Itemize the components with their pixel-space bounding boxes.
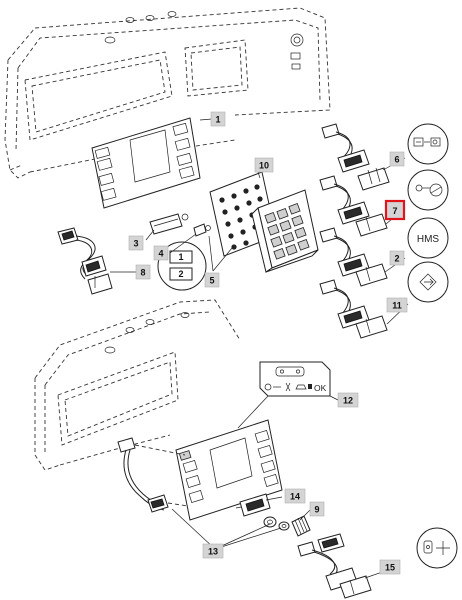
panel-bottom — [175, 419, 283, 521]
callout-2: 2 — [394, 254, 399, 264]
callout-13: 13 — [208, 547, 218, 557]
callout-14: 14 — [290, 492, 300, 502]
callout-3: 3 — [133, 239, 138, 249]
bulb — [193, 223, 211, 237]
callout-10: 10 — [259, 161, 269, 171]
callout-6: 6 — [394, 155, 399, 165]
switch-harness-left — [57, 227, 113, 295]
callout-9: 9 — [314, 505, 319, 515]
callout-8: 8 — [140, 268, 145, 278]
harness-bottom-left — [117, 437, 189, 513]
variant-label-2: 2 — [178, 269, 183, 279]
ok-label: OK — [314, 383, 327, 393]
symbol-11 — [407, 261, 449, 303]
keypad-module — [251, 189, 319, 273]
symbol-15 — [416, 527, 458, 569]
instrument-panel — [91, 117, 201, 209]
callout-12: 12 — [343, 396, 353, 406]
variant-selector: 1 2 — [157, 241, 207, 291]
callout-4: 4 — [158, 249, 163, 259]
symbol-box-12: OK — [259, 361, 331, 397]
callout-1: 1 — [215, 115, 220, 125]
callouts: 1 10 3 4 8 5 6 7 2 11 12 14 9 13 15 — [128, 111, 408, 575]
symbol-6 — [407, 123, 449, 165]
callout-11: 11 — [392, 301, 402, 311]
variant-label-1: 1 — [178, 252, 183, 262]
harness-2 — [319, 227, 388, 287]
harness-15 — [297, 533, 372, 599]
callout-5: 5 — [209, 276, 214, 286]
switch-14 — [235, 493, 271, 517]
indicator-lamp — [149, 213, 189, 235]
knob-9 — [291, 515, 311, 537]
symbol-hms: HMS — [407, 217, 449, 259]
harness-7 — [319, 175, 388, 237]
harness-6 — [321, 123, 390, 191]
callout-7: 7 — [392, 206, 397, 216]
harness-11 — [319, 279, 388, 339]
cab-frame-bottom — [34, 299, 241, 471]
washer-nut — [263, 516, 290, 531]
hms-label: HMS — [417, 234, 440, 245]
symbol-7 — [407, 169, 449, 211]
callout-15: 15 — [385, 563, 395, 573]
